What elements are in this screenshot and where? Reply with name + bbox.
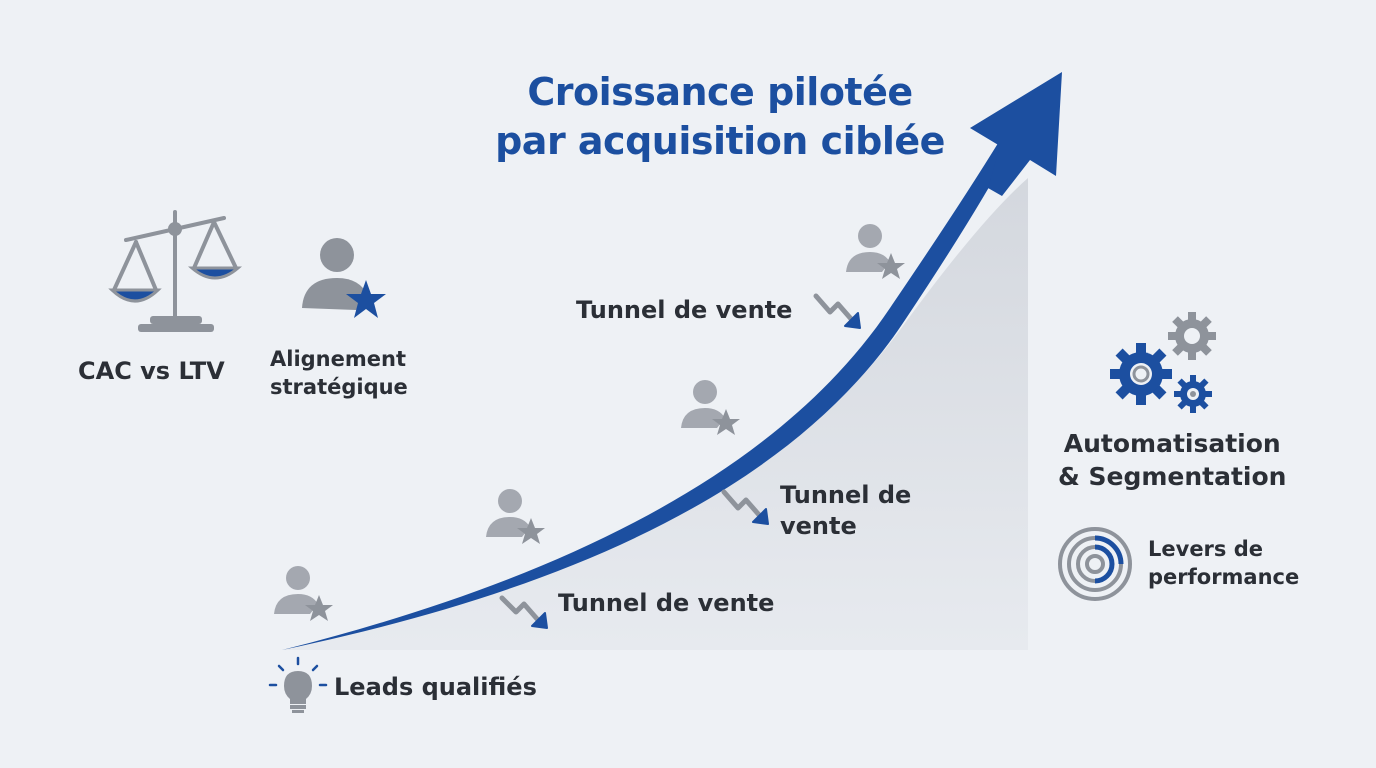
tunnel-mid-line-2: vente (780, 512, 857, 541)
tunnel-low-label: Tunnel de vente (558, 589, 775, 617)
cac-ltv-label: CAC vs LTV (78, 357, 225, 385)
page-title: Croissance pilotée par acquisition ciblé… (440, 68, 1000, 165)
user-star-icon (681, 380, 740, 435)
levers-line-1: Levers de (1148, 537, 1263, 561)
alignement-line-2: stratégique (270, 375, 408, 400)
user-star-icon (302, 238, 386, 318)
user-star-icon (846, 224, 905, 279)
growth-area (282, 178, 1028, 650)
automatisation-label: Automatisation & Segmentation (1058, 428, 1286, 493)
tunnel-mid-line-1: Tunnel de (780, 481, 912, 509)
gears-icon (1110, 312, 1216, 413)
target-icon (1058, 527, 1132, 601)
trend-down-arrow-icon (721, 489, 769, 525)
levers-label: Levers de performance (1148, 535, 1299, 592)
alignement-line-1: Alignement (270, 347, 406, 371)
title-line-2: par acquisition ciblée (495, 118, 945, 163)
scales-icon (108, 210, 243, 332)
title-line-1: Croissance pilotée (527, 70, 913, 114)
leads-label: Leads qualifiés (334, 673, 537, 701)
automatisation-line-1: Automatisation (1063, 429, 1281, 458)
alignement-label: Alignement stratégique (270, 345, 408, 402)
tunnel-mid-label: Tunnel de vente (780, 480, 911, 542)
lightbulb-icon (268, 656, 328, 713)
user-star-icon (274, 566, 333, 621)
trend-down-arrow-icon (813, 293, 861, 329)
tunnel-top-label: Tunnel de vente (576, 296, 793, 324)
user-star-icon (486, 489, 545, 544)
levers-line-2: performance (1148, 565, 1300, 590)
trend-down-arrow-icon (499, 595, 548, 629)
growth-arrow-head (970, 72, 1062, 196)
automatisation-line-2: & Segmentation (1058, 461, 1287, 491)
